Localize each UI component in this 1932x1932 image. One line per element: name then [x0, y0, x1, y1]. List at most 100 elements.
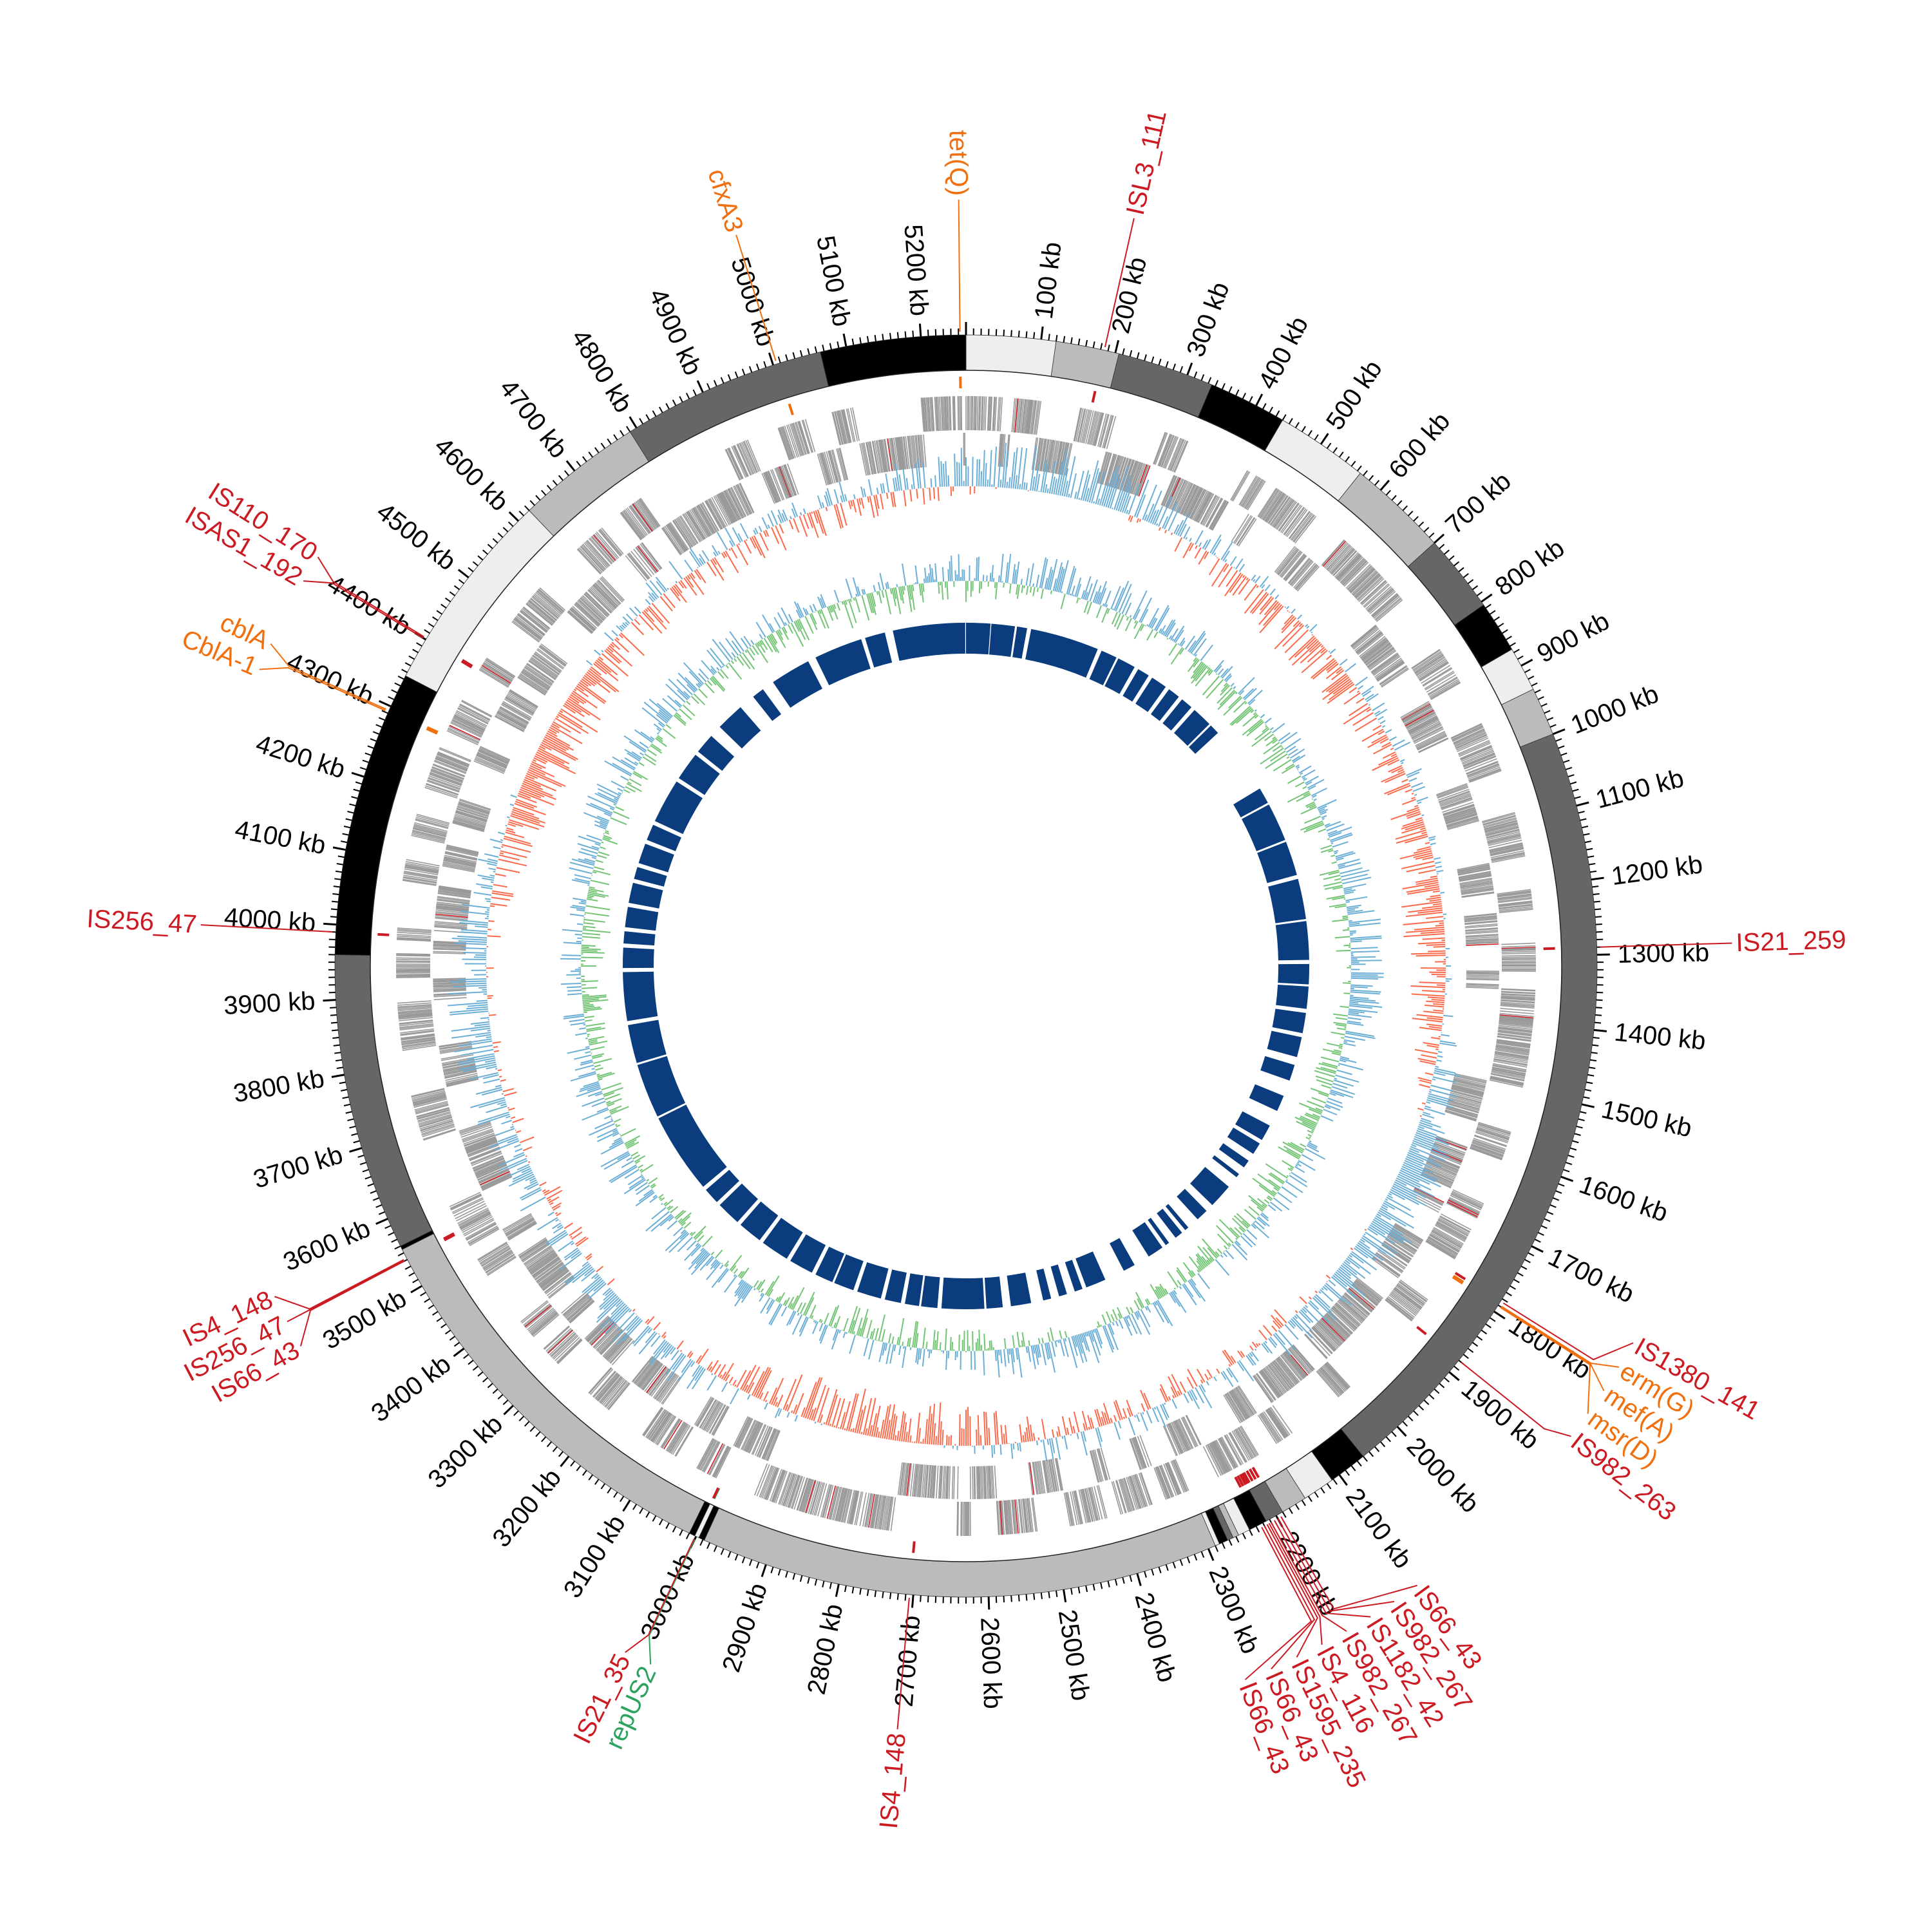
- gene-mark: [1482, 813, 1516, 824]
- gene-mark: [475, 1160, 506, 1175]
- gene-mark: [1324, 1314, 1349, 1338]
- gene-mark: [1275, 1358, 1296, 1385]
- gc-content-bar: [576, 1237, 589, 1247]
- gene-mark: [512, 620, 540, 642]
- gc-skew-bar: [1293, 754, 1306, 763]
- gc-skew-bar: [819, 1324, 827, 1341]
- gc-skew-bar: [724, 1260, 730, 1267]
- gc-skew-bar: [740, 1267, 750, 1279]
- gene-mark: [904, 1463, 909, 1496]
- gc-content-bar: [603, 1295, 618, 1310]
- gc-skew-bar: [626, 1157, 632, 1162]
- gene-mark: [1180, 484, 1196, 515]
- gc-content-bar: [784, 1404, 789, 1411]
- gc-content-bar: [499, 852, 504, 855]
- gc-content-bar: [723, 1363, 734, 1381]
- gc-content-bar: [1200, 1379, 1204, 1384]
- gene-mark: [597, 1374, 620, 1401]
- gc-skew-bar: [674, 1209, 685, 1219]
- gene-mark: [930, 1465, 934, 1499]
- gc-content-bar: [484, 853, 499, 858]
- gene-mark: [983, 1466, 987, 1499]
- gene-mark: [1367, 588, 1394, 612]
- gene-mark: [426, 780, 460, 793]
- gene-mark: [758, 1426, 772, 1458]
- gene-mark: [714, 1446, 731, 1478]
- gene-mark: [1098, 451, 1108, 484]
- gene-mark: [1461, 891, 1495, 897]
- gc-content-bar: [1421, 1102, 1426, 1105]
- gene-mark: [713, 1406, 730, 1436]
- gc-content-bar: [1320, 1289, 1334, 1302]
- gene-mark: [999, 1501, 1003, 1535]
- gc-content-bar: [596, 659, 612, 673]
- gene-mark: [1449, 1093, 1482, 1103]
- gene-mark: [600, 528, 623, 556]
- gene-mark: [545, 1273, 572, 1294]
- gene-mark: [1275, 500, 1296, 529]
- gc-skew-bar: [1153, 605, 1170, 631]
- gene-mark: [952, 396, 954, 431]
- gc-content-bar: [1372, 1220, 1404, 1242]
- gc-skew-bar: [1157, 1300, 1173, 1327]
- gc-content-bar: [556, 715, 559, 719]
- gene-mark: [737, 484, 753, 515]
- gene-mark: [871, 1494, 878, 1529]
- gene-mark: [641, 542, 662, 570]
- gc-content-bar: [1103, 1403, 1111, 1424]
- gene-mark: [478, 669, 509, 688]
- gene-mark: [1173, 440, 1188, 473]
- gene-mark: [1416, 734, 1447, 750]
- gc-skew-bar: [1282, 1141, 1303, 1154]
- gene-mark: [1023, 399, 1028, 433]
- gene-mark: [396, 974, 431, 976]
- gene-mark: [487, 1256, 516, 1276]
- gc-skew-bar: [1044, 578, 1048, 589]
- gc-skew-bar: [1328, 849, 1334, 853]
- gc-content-bar: [524, 779, 542, 788]
- gene-mark: [589, 538, 612, 565]
- gene-mark: [521, 1242, 549, 1261]
- gc-content-bar: [513, 806, 535, 816]
- gc-skew-bar: [1135, 1292, 1145, 1308]
- gc-content-bar: [583, 674, 597, 685]
- gene-mark: [518, 1238, 547, 1258]
- gene-mark: [1262, 1368, 1282, 1397]
- gene-mark: [1444, 811, 1477, 822]
- gc-content-bar: [663, 593, 676, 609]
- gene-mark: [1435, 1223, 1466, 1241]
- gc-content-bar: [1413, 1138, 1439, 1149]
- gc-skew-bar: [1151, 1303, 1153, 1305]
- gene-mark: [1266, 1408, 1287, 1438]
- gene-mark: [1273, 498, 1293, 527]
- gene-mark: [460, 1126, 493, 1138]
- gc-skew-bar: [1335, 851, 1354, 858]
- gene-mark: [1369, 591, 1396, 614]
- gene-mark: [700, 503, 718, 533]
- gene-mark: [714, 1446, 730, 1478]
- gene-mark: [524, 667, 552, 687]
- gene-mark: [461, 1128, 493, 1141]
- gene-mark: [1020, 1499, 1025, 1533]
- gene-mark: [764, 1429, 777, 1460]
- gene-mark: [1464, 918, 1497, 923]
- gc-skew-bar: [902, 1346, 907, 1368]
- gc-skew-bar: [579, 1084, 600, 1093]
- gene-mark: [1501, 942, 1536, 945]
- gc-skew-bar: [1122, 1317, 1133, 1336]
- gc-content-bar: [1185, 536, 1188, 540]
- gene-mark: [1177, 482, 1193, 513]
- gc-content-bar: [1103, 471, 1115, 507]
- gene-mark: [502, 703, 531, 720]
- gene-mark: [592, 1370, 616, 1397]
- gene-mark: [564, 1294, 589, 1317]
- gc-content-bar: [1222, 1350, 1233, 1366]
- gene-mark: [1457, 862, 1490, 871]
- gc-content-bar: [1104, 1412, 1109, 1425]
- gc-skew-bar: [811, 1315, 814, 1320]
- gene-mark: [1418, 738, 1449, 753]
- gene-mark: [1209, 500, 1227, 529]
- gene-mark: [416, 1106, 450, 1117]
- gene-mark: [1365, 645, 1393, 667]
- gene-mark: [453, 715, 485, 732]
